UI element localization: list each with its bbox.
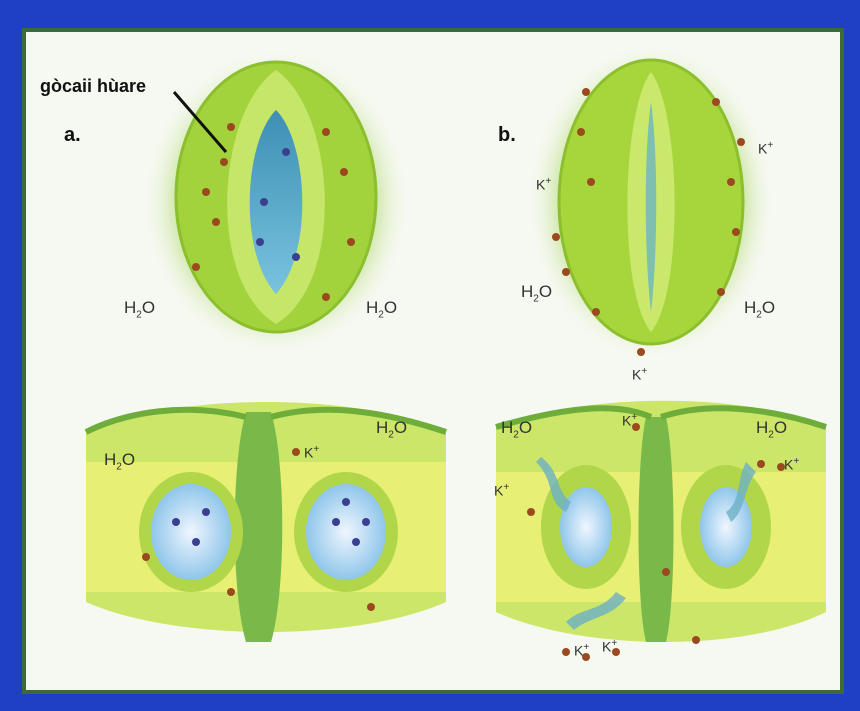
panel-b-label: b. bbox=[498, 124, 516, 147]
water-label: H2O bbox=[501, 418, 532, 440]
water-label: H2O bbox=[376, 418, 407, 440]
potassium-label: K+ bbox=[304, 444, 319, 461]
water-label: H2O bbox=[124, 298, 155, 320]
water-label: H2O bbox=[521, 282, 552, 304]
potassium-label: K+ bbox=[602, 638, 617, 655]
water-label: H2O bbox=[756, 418, 787, 440]
diagram-panel: gòcaii hùare a. b. H2O H2O H2O H2O H2O H… bbox=[22, 28, 844, 694]
potassium-label: K+ bbox=[574, 642, 589, 659]
potassium-label: K+ bbox=[494, 482, 509, 499]
panel-a-label: a. bbox=[64, 124, 81, 147]
potassium-label: K+ bbox=[784, 456, 799, 473]
potassium-label: K+ bbox=[758, 140, 773, 157]
potassium-label: K+ bbox=[536, 176, 551, 193]
water-label: H2O bbox=[744, 298, 775, 320]
water-label: H2O bbox=[366, 298, 397, 320]
stomata-illustration bbox=[26, 32, 840, 690]
potassium-label: K+ bbox=[632, 366, 647, 383]
water-label: H2O bbox=[104, 450, 135, 472]
potassium-label: K+ bbox=[622, 412, 637, 429]
panel-b-stoma-top-view bbox=[526, 42, 776, 362]
guard-cell-label: gòcaii hùare bbox=[40, 76, 146, 97]
